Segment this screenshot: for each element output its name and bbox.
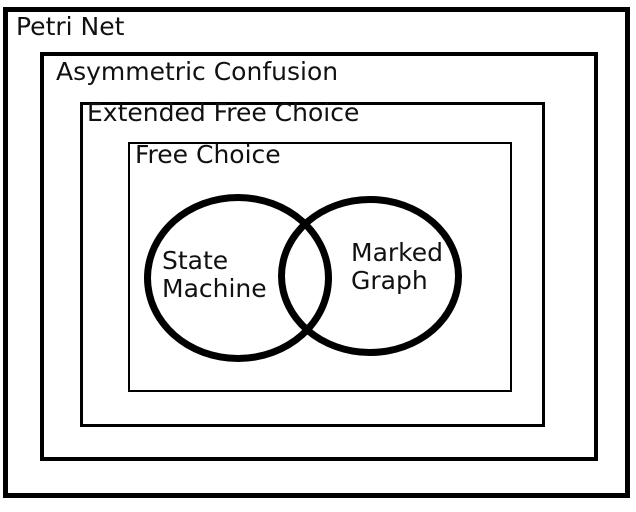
free-choice-set-boundary <box>128 142 512 392</box>
marked-graph-set-boundary <box>278 196 462 356</box>
marked-graph-label-line1: Marked <box>351 238 444 267</box>
free-choice-label: Free Choice <box>135 140 281 169</box>
extended-free-choice-set-boundary <box>80 102 545 427</box>
asymmetric-confusion-set-boundary <box>40 52 598 461</box>
petri-net-label: Petri Net <box>16 12 125 41</box>
marked-graph-label: Marked Graph <box>351 239 443 295</box>
state-machine-label-line2: Machine <box>162 274 267 303</box>
petri-net-set-boundary <box>3 7 630 498</box>
state-machine-label-line1: State <box>162 246 229 275</box>
extended-free-choice-label: Extended Free Choice <box>87 98 360 127</box>
asymmetric-confusion-label: Asymmetric Confusion <box>56 57 339 86</box>
marked-graph-label-line2: Graph <box>351 266 428 295</box>
state-machine-label: State Machine <box>162 247 267 303</box>
